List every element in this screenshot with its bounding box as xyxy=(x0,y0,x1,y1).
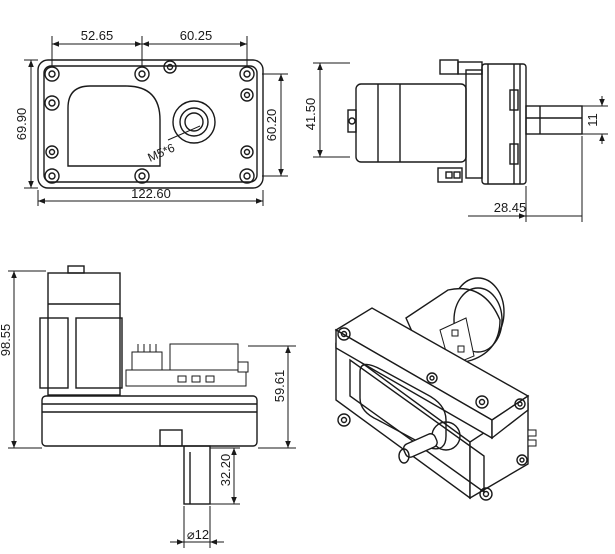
thread-label: M5*6 xyxy=(146,140,178,164)
front-gear-cover xyxy=(67,85,161,167)
dim-front-width-right: 60.25 xyxy=(180,28,213,43)
dim-side-motor-diameter: 41.50 xyxy=(303,98,318,131)
front-dimension-lines xyxy=(24,36,288,206)
side-dimension-lines xyxy=(313,62,608,222)
elevation-motor xyxy=(47,272,121,396)
dim-front-height-right: 60.20 xyxy=(264,109,279,142)
dim-elevation-shaft-length: 32.20 xyxy=(218,454,233,487)
iso-corner-bosses xyxy=(337,327,528,501)
dim-front-width-left: 52.65 xyxy=(81,28,114,43)
front-view: M5*6 52.65 60.25 69.90 60.20 122.60 xyxy=(14,28,288,206)
side-motor-body xyxy=(355,83,467,163)
elevation-pcb xyxy=(125,343,249,387)
elevation-dimension-lines xyxy=(8,270,296,548)
side-output-shaft xyxy=(525,105,583,135)
dim-front-height-left: 69.90 xyxy=(14,108,29,141)
output-shaft-boss xyxy=(172,100,216,144)
side-view: 41.50 11 28.45 xyxy=(303,59,608,222)
front-housing-outline xyxy=(37,59,264,189)
dim-elevation-shaft-diameter: ⌀12 xyxy=(187,527,209,542)
dim-front-total-width: 122.60 xyxy=(131,186,171,201)
isometric-view xyxy=(334,277,537,501)
elevation-gearbox xyxy=(41,395,258,447)
elevation-view: 98.55 59.61 32.20 ⌀12 xyxy=(0,265,296,548)
mounting-boss-holes xyxy=(44,60,255,184)
elevation-output-shaft xyxy=(183,445,211,505)
dim-elevation-total-height: 98.55 xyxy=(0,324,13,357)
dim-side-shaft-length: 28.45 xyxy=(494,200,527,215)
dim-elevation-upper-height: 59.61 xyxy=(272,370,287,403)
dim-side-shaft-flat: 11 xyxy=(585,113,600,127)
